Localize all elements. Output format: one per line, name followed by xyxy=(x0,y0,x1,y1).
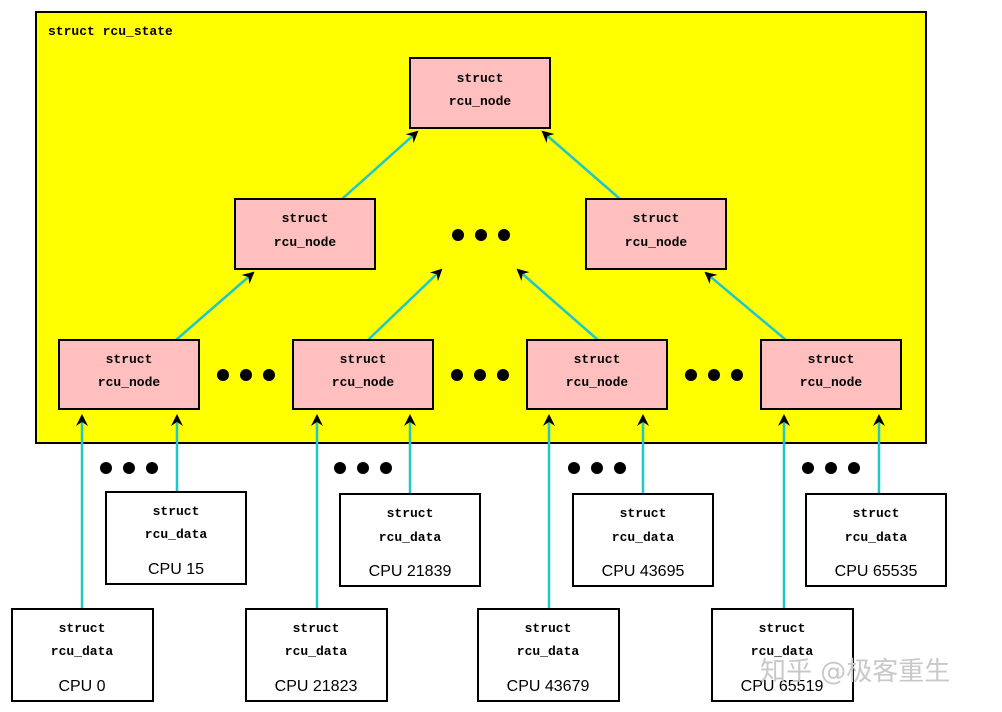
rcu-data-cpu-0: struct rcu_data CPU 0 xyxy=(11,608,154,702)
rcu-node-root: struct rcu_node xyxy=(409,57,551,129)
rcu-data-cpu-43695: struct rcu_data CPU 43695 xyxy=(572,493,714,587)
data-cpu21839-line2: rcu_data xyxy=(379,530,442,545)
data-cpu65519-line1: struct xyxy=(759,621,806,636)
arrow-leaf2-to-mid xyxy=(367,268,443,341)
ellipsis-cpus-1 xyxy=(100,462,158,474)
ellipsis-leaves-3 xyxy=(685,369,743,381)
data-cpu65535-line2: rcu_data xyxy=(845,530,908,545)
arrow-leaf4-to-l2 xyxy=(704,271,787,341)
cpu-65535-label: CPU 65535 xyxy=(835,563,918,580)
data-cpu15-line1: struct xyxy=(153,504,200,519)
node-leaf1-line2: rcu_node xyxy=(98,375,161,390)
data-cpu0-line2: rcu_data xyxy=(51,644,114,659)
rcu-state-label: struct rcu_state xyxy=(48,24,173,39)
rcu-data-cpu-43679: struct rcu_data CPU 43679 xyxy=(477,608,620,702)
cpu-0-label: CPU 0 xyxy=(58,678,105,695)
data-cpu43695-line1: struct xyxy=(620,506,667,521)
ellipsis-level2 xyxy=(452,229,510,241)
arrow-leaf1-to-l2 xyxy=(175,271,255,341)
data-cpu65519-line2: rcu_data xyxy=(751,644,814,659)
data-cpu43695-line2: rcu_data xyxy=(612,530,675,545)
ellipsis-cpus-2 xyxy=(334,462,392,474)
data-cpu21823-line2: rcu_data xyxy=(285,644,348,659)
data-cpu0-line1: struct xyxy=(59,621,106,636)
node-leaf3-line1: struct xyxy=(574,352,621,367)
ellipsis-leaves-1 xyxy=(217,369,275,381)
data-cpu15-line2: rcu_data xyxy=(145,527,208,542)
rcu-node-level2-right: struct rcu_node xyxy=(585,198,727,270)
node-leaf2-line2: rcu_node xyxy=(332,375,395,390)
rcu-data-cpu-65535: struct rcu_data CPU 65535 xyxy=(805,493,947,587)
node-leaf3-line2: rcu_node xyxy=(566,375,629,390)
ellipsis-cpus-4 xyxy=(802,462,860,474)
data-cpu43679-line1: struct xyxy=(525,621,572,636)
node-l2-left-line2: rcu_node xyxy=(274,235,337,250)
node-l2-right-line1: struct xyxy=(633,211,680,226)
rcu-data-cpu-65519: struct rcu_data CPU 65519 xyxy=(711,608,854,702)
cpu-43695-label: CPU 43695 xyxy=(602,563,685,580)
rcu-node-leaf-4: struct rcu_node xyxy=(760,339,902,410)
arrow-l2-left-to-root xyxy=(341,130,419,200)
ellipsis-leaves-2 xyxy=(451,369,509,381)
node-l2-left-line1: struct xyxy=(282,211,329,226)
rcu-node-leaf-2: struct rcu_node xyxy=(292,339,434,410)
data-cpu43679-line2: rcu_data xyxy=(517,644,580,659)
rcu-data-cpu-21823: struct rcu_data CPU 21823 xyxy=(245,608,388,702)
node-leaf4-line2: rcu_node xyxy=(800,375,863,390)
rcu-node-leaf-1: struct rcu_node xyxy=(58,339,200,410)
rcu-data-cpu-21839: struct rcu_data CPU 21839 xyxy=(339,493,481,587)
ellipsis-cpus-3 xyxy=(568,462,626,474)
data-cpu21823-line1: struct xyxy=(293,621,340,636)
watermark: 知乎 @极客重生 xyxy=(760,657,950,687)
cpu-21823-label: CPU 21823 xyxy=(275,678,358,695)
node-leaf4-line1: struct xyxy=(808,352,855,367)
rcu-node-leaf-3: struct rcu_node xyxy=(526,339,668,410)
cpu-43679-label: CPU 43679 xyxy=(507,678,590,695)
node-leaf1-line1: struct xyxy=(106,352,153,367)
cpu-65519-label: CPU 65519 xyxy=(741,678,824,695)
rcu-node-level2-left: struct rcu_node xyxy=(234,198,376,270)
arrow-leaf3-to-mid xyxy=(516,268,599,341)
cpu-15-label: CPU 15 xyxy=(148,561,204,578)
node-leaf2-line1: struct xyxy=(340,352,387,367)
data-cpu65535-line1: struct xyxy=(853,506,900,521)
data-cpu21839-line1: struct xyxy=(387,506,434,521)
node-l2-right-line2: rcu_node xyxy=(625,235,688,250)
node-root-line2: rcu_node xyxy=(449,94,512,109)
node-root-line1: struct xyxy=(457,71,504,86)
arrow-l2-right-to-root xyxy=(541,130,621,200)
rcu-data-cpu-15: struct rcu_data CPU 15 xyxy=(105,491,247,585)
cpu-21839-label: CPU 21839 xyxy=(369,563,452,580)
